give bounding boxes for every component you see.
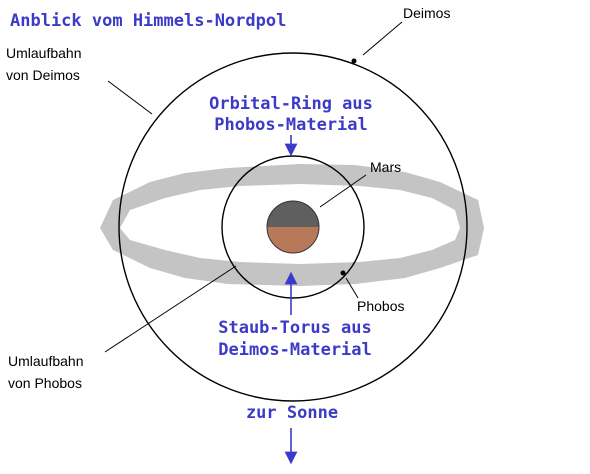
leader-phobos-orbit: [104, 265, 237, 353]
deimos-moon: [351, 58, 357, 64]
leader-deimos-orbit: [107, 80, 153, 115]
deimos-orbit: [118, 52, 468, 402]
leader-phobos: [345, 277, 359, 299]
label-mars: Mars: [370, 159, 401, 175]
phobos-moon: [340, 270, 346, 276]
label-deimos: Deimos: [403, 5, 450, 21]
label-torus-2: Deimos-Material: [218, 340, 372, 360]
mars-planet: [266, 200, 320, 254]
diagram-title: Anblick vom Himmels-Nordpol: [10, 11, 286, 31]
label-ring-2: Phobos-Material: [214, 115, 368, 135]
label-torus-1: Staub-Torus aus: [218, 318, 372, 338]
label-sun: zur Sonne: [246, 403, 338, 423]
leader-deimos: [362, 21, 403, 56]
label-phobos-orbit-2: von Phobos: [8, 375, 82, 391]
label-phobos-orbit-1: Umlaufbahn: [8, 353, 84, 369]
label-phobos: Phobos: [357, 298, 404, 314]
label-deimos-orbit-2: von Deimos: [6, 67, 80, 83]
leader-mars: [319, 174, 367, 208]
label-ring-1: Orbital-Ring aus: [209, 94, 373, 114]
label-deimos-orbit-1: Umlaufbahn: [6, 45, 82, 61]
